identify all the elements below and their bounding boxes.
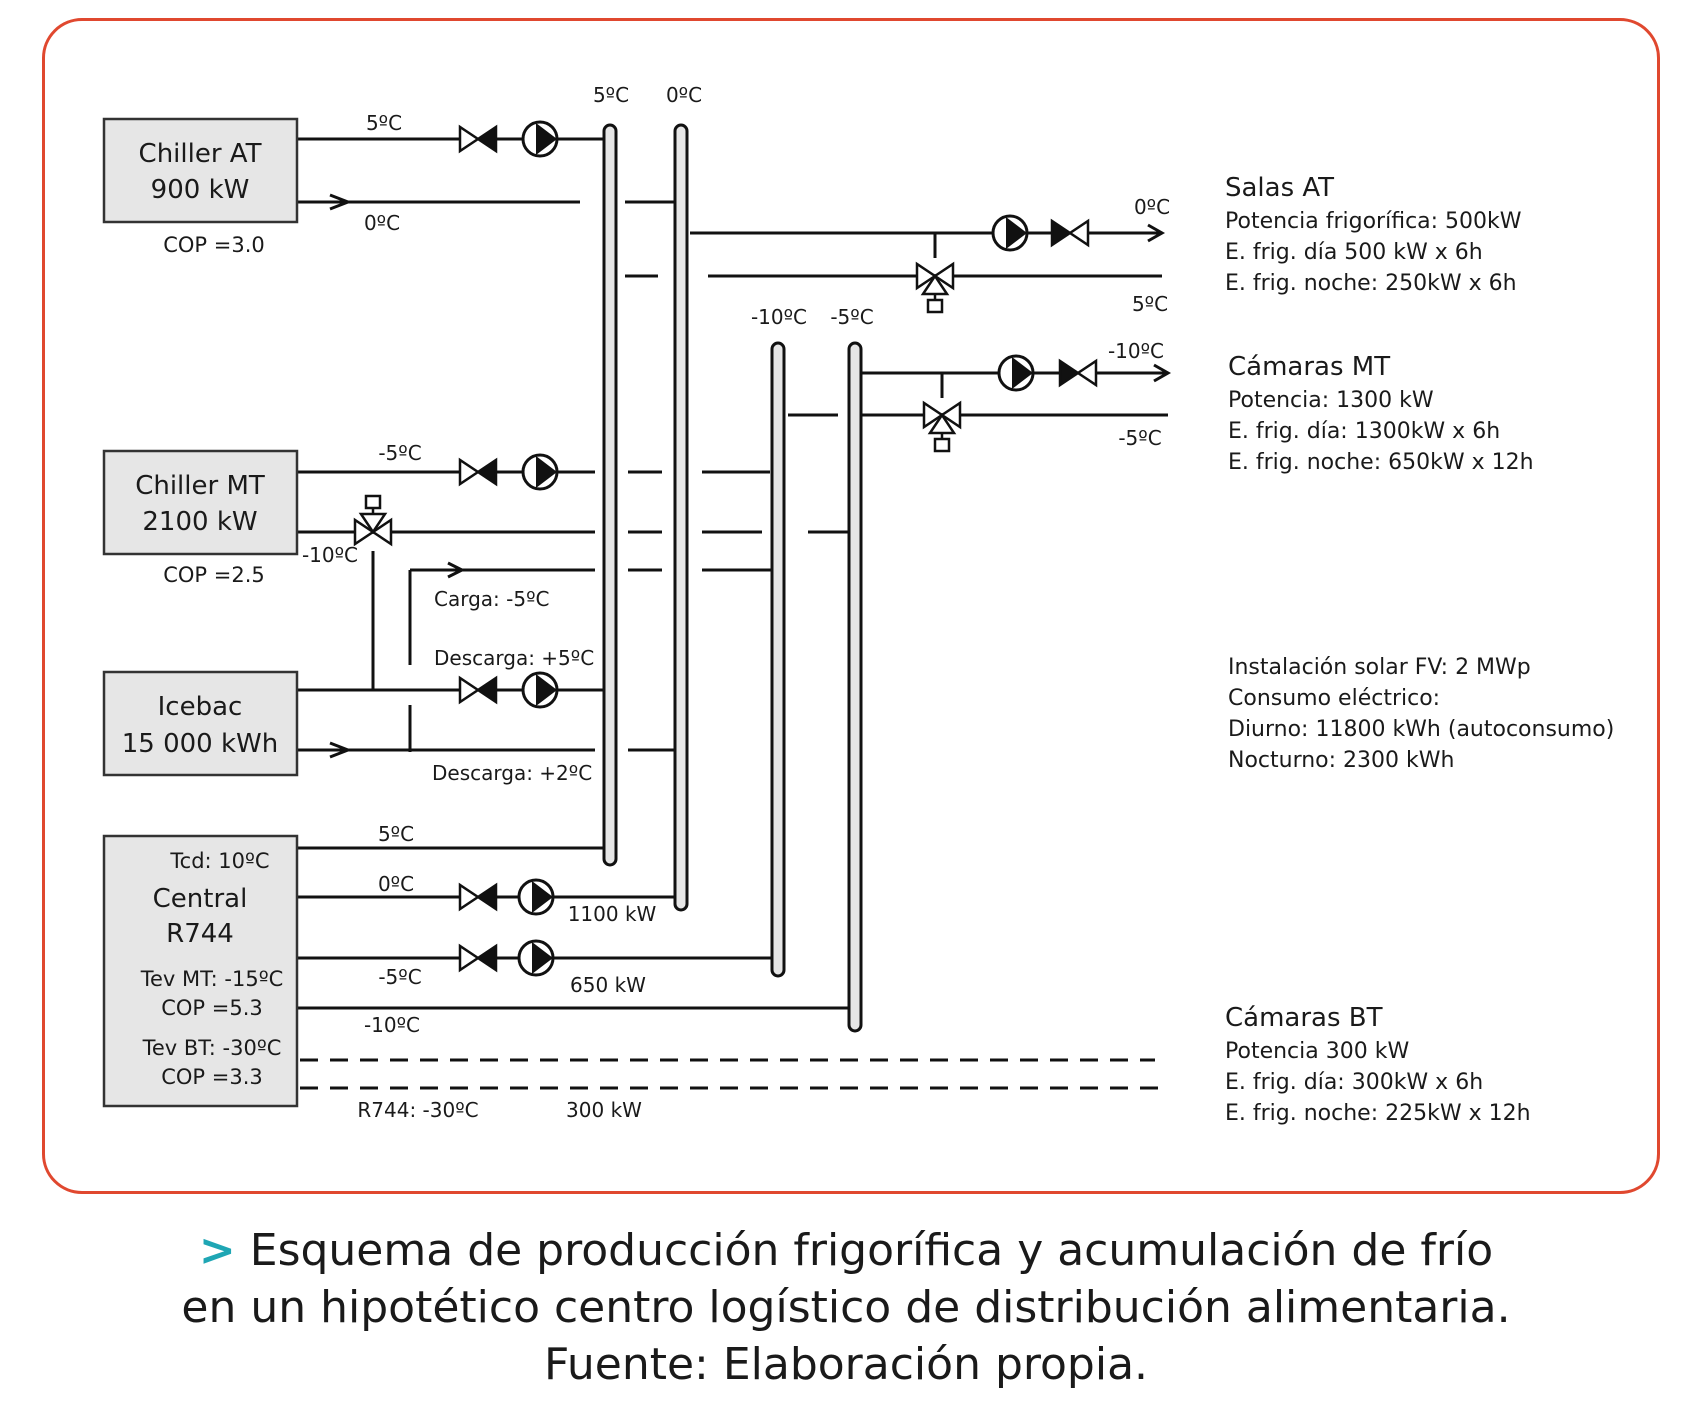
pump-icon <box>997 354 1035 392</box>
salas-return-label: 5ºC <box>1132 292 1168 316</box>
central-0c-power: 1100 kW <box>568 902 657 926</box>
check-valve-icon <box>458 883 498 911</box>
caption-line-1: > Esquema de producción frigorífica y ac… <box>0 1222 1692 1279</box>
chiller-mt-cop: COP =2.5 <box>163 563 265 587</box>
collector-5c-label: 5ºC <box>593 83 629 107</box>
figure-caption: > Esquema de producción frigorífica y ac… <box>0 1222 1692 1393</box>
collector-m10c-label: -10ºC <box>751 305 807 329</box>
collector-5c <box>602 123 618 867</box>
three-way-valve-icon <box>353 494 393 546</box>
collectors <box>602 123 863 1033</box>
central-tev-mt: Tev MT: -15ºC <box>140 967 284 991</box>
r744-label: R744: -30ºC <box>357 1098 478 1122</box>
collector-m10c <box>770 341 786 978</box>
central-name-2: R744 <box>166 919 234 949</box>
mt-return-label: -10ºC <box>302 543 358 567</box>
collector-0c <box>673 123 689 912</box>
caption-marker: > <box>198 1225 236 1276</box>
carga-label: Carga: -5ºC <box>434 587 549 611</box>
pump-icon <box>991 214 1029 252</box>
central-cop-bt: COP =3.3 <box>161 1065 263 1089</box>
solar-line: Diurno: 11800 kWh (autoconsumo) <box>1228 717 1614 742</box>
camaras-bt-line: Potencia 300 kW <box>1225 1039 1409 1064</box>
check-valve-icon <box>1058 359 1098 387</box>
mt-supply-label: -5ºC <box>378 441 421 465</box>
salas-supply-label: 0ºC <box>1134 195 1170 219</box>
camaras-bt-title: Cámaras BT <box>1225 1003 1383 1033</box>
camaras-mt-return-label: -5ºC <box>1118 426 1161 450</box>
camaras-mt-title: Cámaras MT <box>1228 352 1390 382</box>
central-r744-box <box>102 834 299 1108</box>
pump-icon <box>521 453 559 491</box>
caption-line-3: Fuente: Elaboración propia. <box>543 1339 1149 1390</box>
refrigeration-schematic: Chiller AT 900 kW COP =3.0 Chiller MT 21… <box>102 83 1614 1126</box>
chiller-at-power: 900 kW <box>151 175 250 205</box>
three-way-valve-icon <box>915 262 955 314</box>
pump-icon <box>521 671 559 709</box>
solar-line: Instalación solar FV: 2 MWp <box>1228 655 1531 680</box>
central-m10c-label: -10ºC <box>364 1013 420 1037</box>
salas-at-title: Salas AT <box>1225 173 1334 203</box>
check-valve-icon <box>458 676 498 704</box>
chiller-mt-box <box>102 449 299 556</box>
camaras-bt-line: E. frig. noche: 225kW x 12h <box>1225 1101 1531 1126</box>
at-supply-label: 5ºC <box>366 111 402 135</box>
central-5c-label: 5ºC <box>378 822 414 846</box>
salas-at-line: E. frig. día 500 kW x 6h <box>1225 240 1483 265</box>
central-m5c-label: -5ºC <box>378 965 421 989</box>
salas-at-line: E. frig. noche: 250kW x 6h <box>1225 271 1517 296</box>
chiller-mt-power: 2100 kW <box>142 507 257 537</box>
central-tev-bt: Tev BT: -30ºC <box>142 1036 282 1060</box>
at-return-label: 0ºC <box>364 211 400 235</box>
chiller-at-box <box>102 117 299 224</box>
camaras-mt-line: E. frig. noche: 650kW x 12h <box>1228 450 1534 475</box>
central-m5c-power: 650 kW <box>570 973 646 997</box>
check-valve-icon <box>1050 219 1090 247</box>
collector-0c-label: 0ºC <box>666 83 702 107</box>
pump-icon <box>521 120 559 158</box>
central-tcd: Tcd: 10ºC <box>169 849 269 873</box>
camaras-mt-line: Potencia: 1300 kW <box>1228 388 1434 413</box>
pump-icon <box>517 939 555 977</box>
chiller-mt-name: Chiller MT <box>135 471 265 501</box>
diagram-frame <box>42 18 1660 1194</box>
pipe-network <box>296 137 1172 1090</box>
camaras-mt-line: E. frig. día: 1300kW x 6h <box>1228 419 1500 444</box>
icebac-capacity: 15 000 kWh <box>122 729 278 759</box>
solar-line: Consumo eléctrico: <box>1228 686 1440 711</box>
camaras-bt-line: E. frig. día: 300kW x 6h <box>1225 1070 1483 1095</box>
check-valve-icon <box>458 458 498 486</box>
check-valve-icon <box>458 125 498 153</box>
caption-text-1: Esquema de producción frigorífica y acum… <box>249 1225 1494 1276</box>
central-0c-label: 0ºC <box>378 872 414 896</box>
collector-m5c <box>847 341 863 1033</box>
central-cop-mt: COP =5.3 <box>161 996 263 1020</box>
icebac-name: Icebac <box>158 692 243 722</box>
pump-icon <box>517 878 555 916</box>
salas-at-line: Potencia frigorífica: 500kW <box>1225 209 1522 234</box>
collector-m5c-label: -5ºC <box>830 305 873 329</box>
descarga-supply-label: Descarga: +5ºC <box>434 646 594 670</box>
icebac-box <box>102 670 299 777</box>
r744-power: 300 kW <box>566 1098 642 1122</box>
central-name-1: Central <box>153 884 248 914</box>
three-way-valve-icon <box>922 401 962 453</box>
solar-line: Nocturno: 2300 kWh <box>1228 748 1454 773</box>
descarga-return-label: Descarga: +2ºC <box>432 761 592 785</box>
caption-line-2: en un hipotético centro logístico de dis… <box>181 1282 1511 1333</box>
camaras-mt-supply-label: -10ºC <box>1108 339 1164 363</box>
chiller-at-cop: COP =3.0 <box>163 233 265 257</box>
check-valve-icon <box>458 944 498 972</box>
chiller-at-name: Chiller AT <box>139 139 262 169</box>
